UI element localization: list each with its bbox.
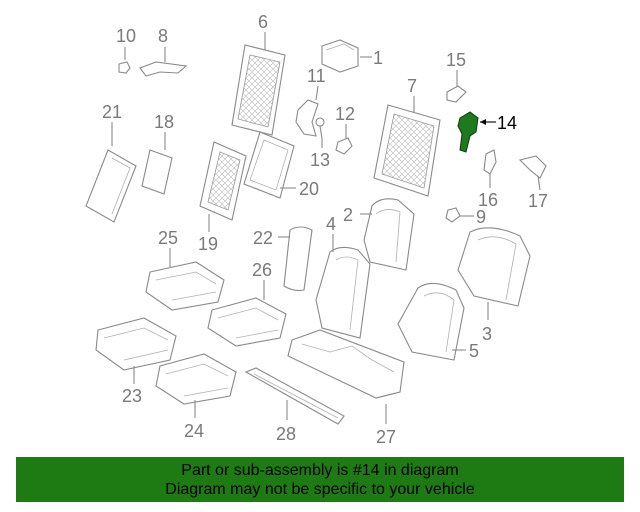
callout-14[interactable]: 14 <box>497 113 517 133</box>
part-6-seatback-frame[interactable] <box>231 32 286 136</box>
part-25-cushion[interactable] <box>145 248 225 311</box>
part-19-frame[interactable] <box>199 141 247 232</box>
callout-6[interactable]: 6 <box>258 12 268 32</box>
part-11-bracket[interactable] <box>295 85 319 137</box>
part-14-latch[interactable] <box>457 111 496 153</box>
part-7-seatback-frame[interactable] <box>373 96 441 197</box>
callout-28[interactable]: 28 <box>276 424 296 444</box>
part-20-pad[interactable] <box>243 131 296 199</box>
callout-21[interactable]: 21 <box>102 102 122 122</box>
callout-13[interactable]: 13 <box>310 150 330 170</box>
callout-10[interactable]: 10 <box>116 26 136 46</box>
part-28-rail[interactable] <box>244 367 345 425</box>
callout-4[interactable]: 4 <box>326 214 336 234</box>
part-15-bracket[interactable] <box>446 70 467 103</box>
part-18-pad[interactable] <box>141 132 173 195</box>
callout-12[interactable]: 12 <box>335 104 355 124</box>
part-27-floor-panel[interactable] <box>287 329 405 424</box>
part-13-clip[interactable] <box>315 117 325 148</box>
callout-26[interactable]: 26 <box>252 260 272 280</box>
callout-3[interactable]: 3 <box>482 324 492 344</box>
part-21-back-panel[interactable] <box>85 122 137 223</box>
callout-19[interactable]: 19 <box>198 234 218 254</box>
part-24-cushion[interactable] <box>155 353 237 418</box>
part-4-seatback-cover[interactable] <box>315 234 371 339</box>
parts-diagram: 10 8 6 1 15 11 7 14 <box>85 12 548 447</box>
callout-22[interactable]: 22 <box>253 228 273 248</box>
callout-24[interactable]: 24 <box>184 421 204 441</box>
callout-16[interactable]: 16 <box>478 190 498 210</box>
banner-line-2: Diagram may not be specific to your vehi… <box>165 481 475 498</box>
part-23-cushion[interactable] <box>95 317 177 384</box>
part-3-seatback-cover[interactable] <box>457 227 531 320</box>
part-26-cushion[interactable] <box>207 280 287 347</box>
part-8-bracket[interactable] <box>139 47 188 77</box>
part-1-cover[interactable] <box>321 39 372 73</box>
part-16-bracket[interactable] <box>483 149 497 188</box>
callout-7[interactable]: 7 <box>407 76 417 96</box>
callout-5[interactable]: 5 <box>469 341 479 361</box>
callout-17[interactable]: 17 <box>528 191 548 211</box>
part-9-bolt[interactable] <box>445 207 474 223</box>
callout-11[interactable]: 11 <box>307 66 326 86</box>
banner-line-1: Part or sub-assembly is #14 in diagram <box>181 462 459 479</box>
part-17-bracket[interactable] <box>518 155 547 191</box>
callout-1[interactable]: 1 <box>373 48 383 68</box>
callout-2[interactable]: 2 <box>343 205 353 225</box>
callout-8[interactable]: 8 <box>158 26 168 46</box>
info-banner: Part or sub-assembly is #14 in diagram D… <box>16 457 624 502</box>
callout-18[interactable]: 18 <box>154 112 174 132</box>
callout-23[interactable]: 23 <box>122 386 142 406</box>
callout-20[interactable]: 20 <box>299 179 319 199</box>
callout-9[interactable]: 9 <box>476 207 486 227</box>
part-22-pad[interactable] <box>278 226 313 292</box>
part-10-clip[interactable] <box>118 47 131 74</box>
callout-27[interactable]: 27 <box>376 427 396 447</box>
part-12-bolt[interactable] <box>335 124 353 155</box>
callout-15[interactable]: 15 <box>446 50 466 70</box>
part-5-seatback[interactable] <box>397 282 466 361</box>
callout-25[interactable]: 25 <box>158 228 178 248</box>
part-2-seatback-cover[interactable] <box>360 198 415 271</box>
